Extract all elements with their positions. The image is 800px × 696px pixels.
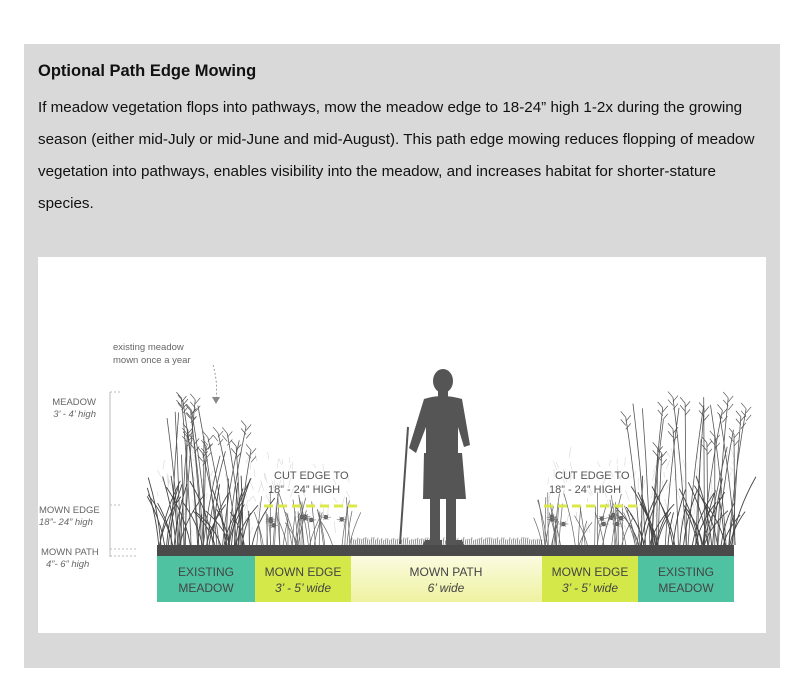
mowing-diagram: existing meadow mown once a year MEADOW … [38,257,766,633]
annotation-arrow [212,364,217,400]
annotation-line-2: mown once a year [113,355,191,366]
zone-label-4-title: MOWN EDGE [552,565,629,579]
zone-label-3-sub: 6’ wide [428,581,465,595]
label-mown-edge-range: 18”- 24” high [39,517,93,528]
zone-label-3-title: MOWN PATH [410,565,483,579]
cut-label-left-line2: 18” - 24” HIGH [268,484,340,496]
cut-label-left-line1: CUT EDGE TO [274,470,349,482]
label-meadow: MEADOW [52,397,96,408]
zone-label-2-title: MOWN EDGE [265,565,342,579]
zone-mown-edge-left [255,556,351,602]
cut-label-right-line1: CUT EDGE TO [555,470,630,482]
zone-existing-meadow-right [638,556,734,602]
meadow-vegetation [146,391,757,546]
annotation-line-1: existing meadow [113,342,184,353]
mown-path-turf [350,536,543,546]
ground-soil [157,545,734,556]
arrow-head-icon [212,397,220,404]
section-title: Optional Path Edge Mowing [38,62,257,80]
zone-mown-edge-right [542,556,638,602]
info-panel: Optional Path Edge Mowing If meadow vege… [24,44,780,668]
zone-existing-meadow-left [157,556,255,602]
label-meadow-range: 3’ - 4’ high [53,409,96,420]
zone-label-5-sub: MEADOW [658,581,714,595]
zone-label-1-sub: MEADOW [178,581,234,595]
zone-label-4-sub: 3’ - 5’ wide [562,581,618,595]
zone-label-5-title: EXISTING [658,565,714,579]
label-mown-path: MOWN PATH [41,547,99,558]
walking-stick [399,426,409,545]
label-mown-path-range: 4”- 6” high [46,559,89,570]
zone-label-1-title: EXISTING [178,565,234,579]
cut-label-right-line2: 18” - 24” HIGH [549,484,621,496]
section-paragraph: If meadow vegetation flops into pathways… [38,99,755,212]
zone-label-2-sub: 3’ - 5’ wide [275,581,331,595]
label-mown-edge: MOWN EDGE [39,505,100,516]
person-silhouette-icon [409,369,470,547]
zone-mown-path [351,556,542,602]
